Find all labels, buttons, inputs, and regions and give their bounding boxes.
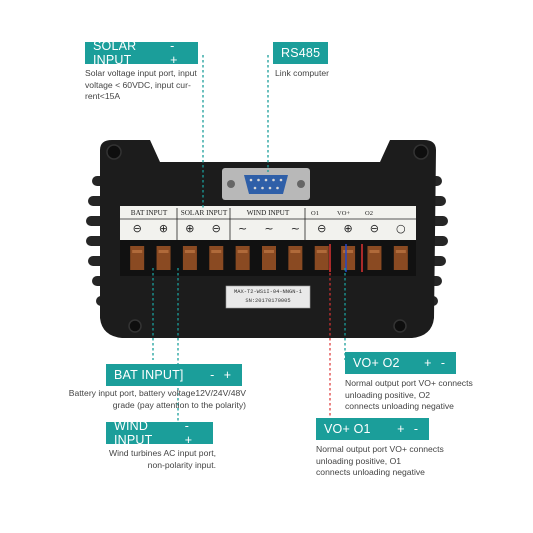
mount-hole bbox=[128, 319, 142, 333]
rs485-connector[interactable] bbox=[222, 168, 310, 200]
model-sticker bbox=[225, 285, 311, 309]
terminal-screw[interactable] bbox=[209, 246, 224, 270]
terminal-screw-slot bbox=[211, 250, 222, 253]
bat-input-tag: BAT INPUT] - + bbox=[106, 364, 242, 386]
wind-input-tag: WIND INPUT - + bbox=[106, 419, 213, 447]
terminal-screw[interactable] bbox=[235, 246, 250, 270]
model-number: MAX-T2-WS1I-04-NNGN-1 bbox=[234, 289, 302, 295]
panel-group-solar: SOLAR INPUT bbox=[180, 209, 228, 217]
vo2-desc: Normal output port VO+ connects unloadin… bbox=[345, 378, 473, 412]
terminal-symbol: ⊕ bbox=[185, 222, 195, 235]
panel-group-wind: WIND INPUT bbox=[246, 209, 290, 217]
mount-hole bbox=[106, 144, 122, 160]
terminal-symbol: ⊕ bbox=[343, 222, 353, 235]
rs485-desc: Link computer bbox=[275, 68, 329, 78]
terminal-screw[interactable] bbox=[367, 246, 382, 270]
mount-hole bbox=[413, 144, 429, 160]
bat-input-desc: Battery input port, battery voltage12V/2… bbox=[68, 388, 246, 410]
panel-group-o2: O2 bbox=[365, 210, 373, 217]
terminal-symbol: ⊖ bbox=[132, 222, 142, 235]
terminal-symbol: ~ bbox=[238, 222, 248, 235]
terminal-symbol: ⊕ bbox=[158, 222, 169, 235]
terminal-screw[interactable] bbox=[262, 246, 276, 270]
bat-input-title: BAT INPUT] bbox=[114, 368, 184, 382]
vo1-desc: Normal output port VO+ connects unloadin… bbox=[316, 444, 444, 478]
vo1-polarity: + - bbox=[397, 422, 421, 436]
solar-input-title: SOLAR INPUT bbox=[93, 39, 137, 67]
terminal-screw-slot bbox=[343, 250, 354, 253]
terminal-screw-slot bbox=[316, 250, 327, 253]
vo2-tag: VO+ O2 + - bbox=[345, 352, 456, 374]
terminal-symbol: ⊖ bbox=[211, 222, 221, 235]
terminal-screw-slot bbox=[369, 250, 380, 253]
terminal-screw[interactable] bbox=[130, 246, 145, 270]
terminal-screw[interactable] bbox=[341, 246, 356, 270]
terminal-label-panel bbox=[120, 206, 416, 240]
terminal-screw-slot bbox=[158, 250, 169, 253]
terminal-symbol: ~ bbox=[290, 222, 300, 235]
panel-group-vo: VO+ bbox=[337, 210, 351, 217]
mount-hole bbox=[393, 319, 407, 333]
terminal-symbols: ⊖ ⊕ ⊕ ⊖ ~ ~ ~ ⊖ ⊕ ⊖ ○ bbox=[124, 220, 414, 238]
terminal-screw-slot bbox=[264, 250, 274, 253]
panel-group-o1: O1 bbox=[311, 210, 319, 217]
terminal-screw[interactable] bbox=[314, 246, 329, 270]
bat-input-polarity: - + bbox=[210, 368, 234, 382]
terminal-screw-slot bbox=[184, 250, 195, 253]
wind-input-polarity: - + bbox=[184, 419, 196, 447]
terminal-screw[interactable] bbox=[393, 246, 408, 270]
vo2-polarity: + - bbox=[424, 356, 448, 370]
solar-input-polarity: - + bbox=[170, 39, 181, 67]
terminal-screw-slot bbox=[237, 250, 248, 253]
terminal-symbol: ~ bbox=[264, 222, 274, 235]
terminal-screw[interactable] bbox=[288, 246, 303, 270]
terminal-screw-slot bbox=[395, 250, 406, 253]
wind-input-title: WIND INPUT bbox=[114, 419, 153, 447]
solar-input-desc: Solar voltage input port, input voltage … bbox=[85, 68, 197, 102]
wind-input-desc: Wind turbines AC input port, non-polarit… bbox=[109, 448, 216, 470]
rs485-title: RS485 bbox=[281, 46, 321, 60]
terminal-screw-slot bbox=[132, 250, 143, 253]
terminals bbox=[130, 246, 408, 270]
vo2-title: VO+ O2 bbox=[353, 356, 400, 370]
serial-number: SN:20170170005 bbox=[245, 298, 291, 304]
terminal-screw[interactable] bbox=[182, 246, 197, 270]
terminal-symbol: ⊖ bbox=[369, 222, 380, 235]
panel-group-bat: BAT INPUT bbox=[130, 209, 168, 217]
vo1-tag: VO+ O1 + - bbox=[316, 418, 429, 440]
vo1-title: VO+ O1 bbox=[324, 422, 371, 436]
terminal-symbol: ○ bbox=[395, 222, 406, 235]
terminal-symbol: ⊖ bbox=[317, 222, 327, 235]
terminal-screw[interactable] bbox=[156, 246, 171, 270]
terminal-screw-slot bbox=[290, 250, 301, 253]
rs485-tag: RS485 bbox=[273, 42, 328, 64]
solar-input-tag: SOLAR INPUT - + bbox=[85, 39, 198, 67]
